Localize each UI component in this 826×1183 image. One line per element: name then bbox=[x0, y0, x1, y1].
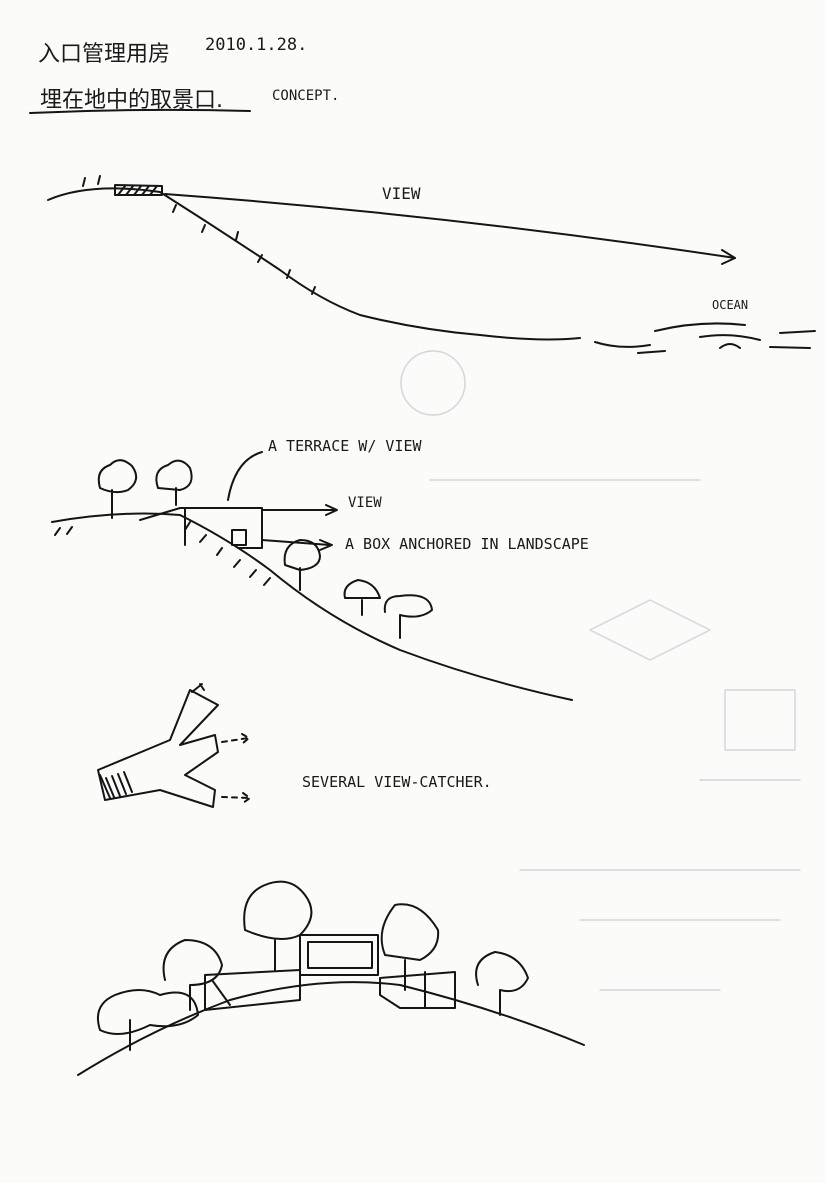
view-label-2: VIEW bbox=[348, 495, 382, 511]
tree bbox=[97, 459, 138, 519]
tree bbox=[380, 903, 440, 991]
tree bbox=[243, 880, 313, 971]
ocean-label: OCEAN bbox=[712, 298, 749, 312]
view-catcher-plan bbox=[97, 689, 219, 808]
tree bbox=[96, 989, 199, 1051]
tree bbox=[155, 459, 193, 506]
subtitle-en: CONCEPT. bbox=[272, 88, 340, 104]
view-arrow bbox=[164, 193, 736, 259]
ocean-waves bbox=[594, 322, 816, 354]
tree bbox=[383, 594, 433, 639]
terrace-label: A TERRACE W/ VIEW bbox=[268, 437, 422, 455]
date: 2010.1.28. bbox=[205, 35, 308, 55]
hillside-profile bbox=[47, 187, 581, 341]
title-cn: 入口管理用房 bbox=[38, 42, 171, 67]
tree bbox=[343, 579, 381, 616]
plan-label: SEVERAL VIEW-CATCHER. bbox=[302, 773, 492, 791]
view-label: VIEW bbox=[382, 184, 421, 203]
tree bbox=[475, 951, 529, 1016]
box-label: A BOX ANCHORED IN LANDSCAPE bbox=[345, 535, 589, 553]
tree bbox=[283, 539, 321, 591]
subtitle-cn: 埋在地中的取景口. bbox=[40, 88, 223, 113]
